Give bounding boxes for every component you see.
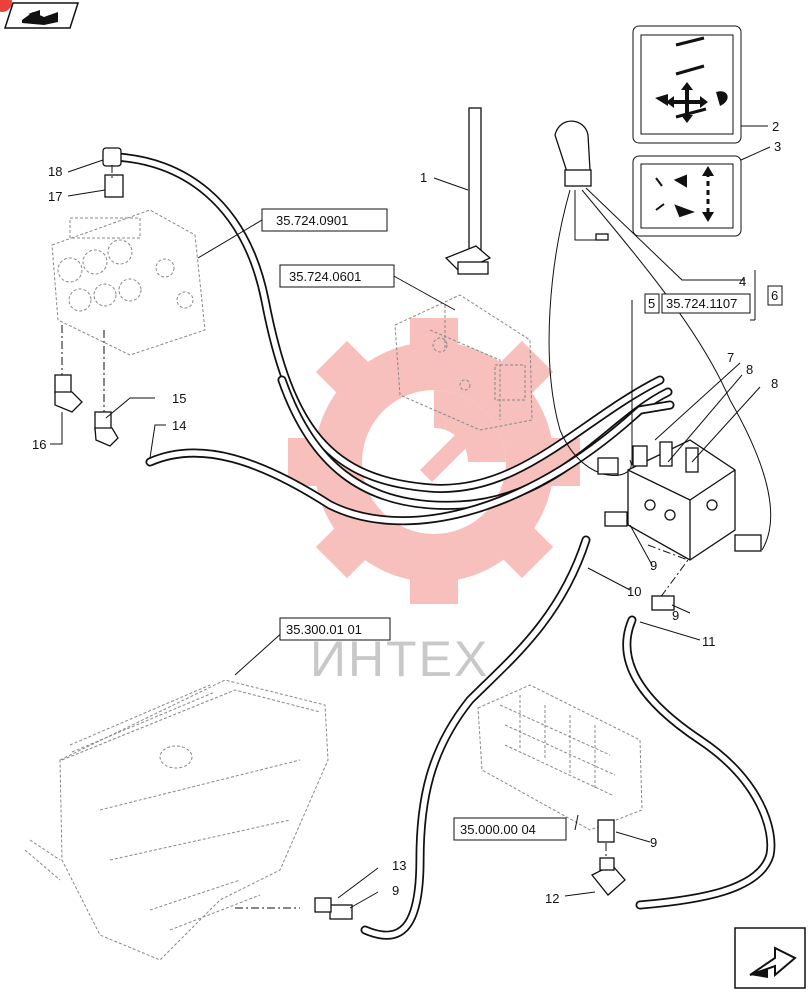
callout-9-lower: 9	[650, 835, 657, 850]
callout-9-upper: 9	[650, 558, 657, 573]
fitting-15	[94, 411, 119, 447]
raise-lower-decal-icon	[632, 155, 742, 237]
callout-14: 14	[172, 418, 186, 433]
ref-35-000-00-04[interactable]: 35.000.00 04	[453, 817, 567, 841]
callout-3: 3	[774, 139, 781, 154]
tee-fitting-12	[590, 857, 626, 896]
ref-35-300-01-01-text: 35.300.01 01	[286, 622, 362, 637]
callout-15: 15	[172, 391, 186, 406]
callout-18: 18	[48, 164, 62, 179]
leader-lines	[50, 125, 771, 909]
fitting-13	[314, 897, 332, 913]
book-nav-icon[interactable]	[3, 2, 80, 29]
callout-7: 7	[727, 350, 734, 365]
ref-35-724-1107[interactable]: 5 35.724.1107 6	[644, 270, 783, 321]
ref-tag-5: 5	[648, 296, 655, 311]
callout-16: 16	[32, 437, 46, 452]
ref-35-724-0901[interactable]: 35.724.0901	[261, 208, 388, 232]
ref-35-724-0901-text: 35.724.0901	[276, 213, 348, 228]
valve-block	[597, 439, 762, 561]
hydraulic-tank-outline	[24, 679, 329, 961]
callout-17: 17	[48, 189, 62, 204]
valve-body-outline	[51, 209, 206, 356]
fitting-17	[104, 174, 124, 198]
corner-marker	[0, 0, 12, 12]
hose-10	[360, 535, 591, 940]
callout-12: 12	[545, 891, 559, 906]
center-lines	[61, 165, 689, 909]
lever-function-decal-icon	[632, 25, 742, 144]
fitting-18	[102, 147, 122, 167]
callout-1: 1	[420, 170, 427, 185]
control-valve-outline	[477, 684, 643, 831]
fitting-9-lower	[597, 819, 615, 843]
ref-tag-6: 6	[771, 288, 778, 303]
ref-35-724-0601-text: 35.724.0601	[289, 269, 361, 284]
hose-14	[145, 400, 675, 526]
callout-8-first: 8	[746, 362, 753, 377]
callout-2: 2	[772, 119, 779, 134]
hose-upper-long	[110, 152, 665, 493]
lever-bracket-outline	[394, 294, 533, 431]
ref-35-724-0601[interactable]: 35.724.0601	[279, 264, 395, 288]
fitting-16	[54, 374, 83, 413]
callout-4: 4	[739, 274, 746, 289]
callout-13: 13	[392, 858, 406, 873]
fitting-9-middle	[651, 595, 675, 611]
control-lever	[444, 107, 492, 275]
fitting-9-bottom	[329, 904, 353, 920]
ref-35-000-00-04-text: 35.000.00 04	[460, 822, 536, 837]
ref-35-300-01-01[interactable]: 35.300.01 01	[279, 617, 391, 641]
callout-10: 10	[627, 584, 641, 599]
callout-9-middle: 9	[672, 608, 679, 623]
joystick-cables	[548, 189, 772, 551]
ref-35-724-1107-text: 35.724.1107	[666, 296, 737, 311]
next-page-arrow-icon[interactable]	[734, 927, 806, 989]
fitting-9-upper	[604, 511, 628, 527]
hose-11	[622, 615, 776, 910]
callout-11: 11	[702, 634, 716, 649]
callout-9-bottom: 9	[392, 883, 399, 898]
callout-8-second: 8	[771, 376, 778, 391]
joystick-handle	[554, 120, 609, 241]
